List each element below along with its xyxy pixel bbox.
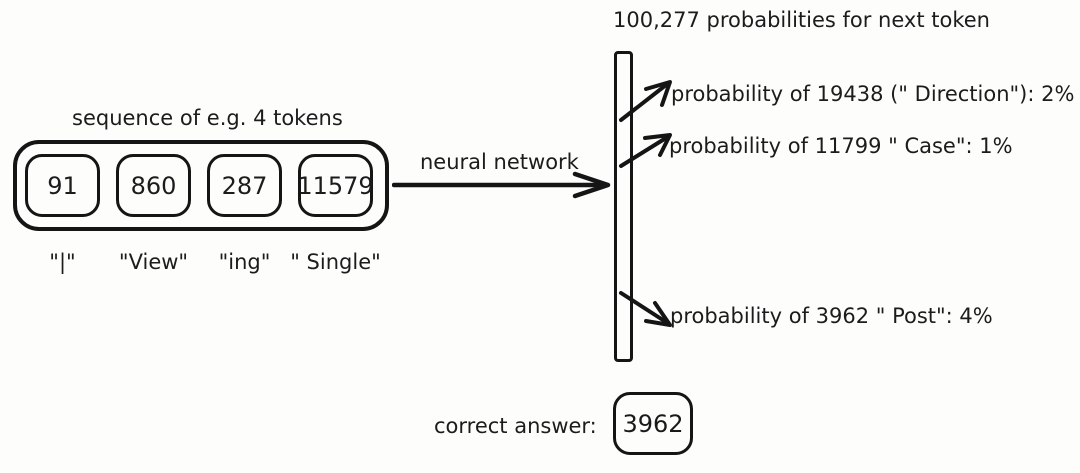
probability-entry-1: probability of 11799 " Case": 1% — [669, 134, 1013, 158]
token-box-1: 860 — [116, 154, 191, 217]
correct-answer-label: correct answer: — [434, 414, 597, 438]
vertical-bar-icon — [614, 51, 633, 362]
probability-arrow-2-icon — [619, 291, 672, 327]
correct-answer-box: 3962 — [613, 392, 693, 455]
token-id-1: 860 — [130, 171, 177, 200]
correct-answer-value: 3962 — [622, 409, 684, 438]
sequence-heading: sequence of e.g. 4 tokens — [72, 106, 343, 130]
token-sequence-container — [13, 140, 389, 231]
token-label-3: " Single" — [290, 250, 381, 274]
probability-entry-0: probability of 19438 (" Direction"): 2% — [671, 82, 1075, 106]
probability-arrow-1-icon — [619, 133, 672, 168]
right-arrow-icon — [392, 171, 611, 199]
distribution-heading: 100,277 probabilities for next token — [613, 8, 990, 32]
token-label-0: "|" — [49, 250, 76, 274]
token-id-3: 11579 — [297, 171, 374, 200]
token-id-2: 287 — [221, 171, 268, 200]
token-box-3: 11579 — [297, 154, 374, 217]
probability-entry-2: probability of 3962 " Post": 4% — [670, 304, 993, 328]
token-id-0: 91 — [47, 171, 78, 200]
token-box-0: 91 — [25, 154, 100, 217]
neural-network-label: neural network — [420, 150, 579, 174]
token-label-1: "View" — [118, 250, 189, 274]
probability-arrow-0-icon — [619, 80, 672, 122]
token-label-2: "ing" — [218, 250, 271, 274]
token-box-2: 287 — [207, 154, 282, 217]
